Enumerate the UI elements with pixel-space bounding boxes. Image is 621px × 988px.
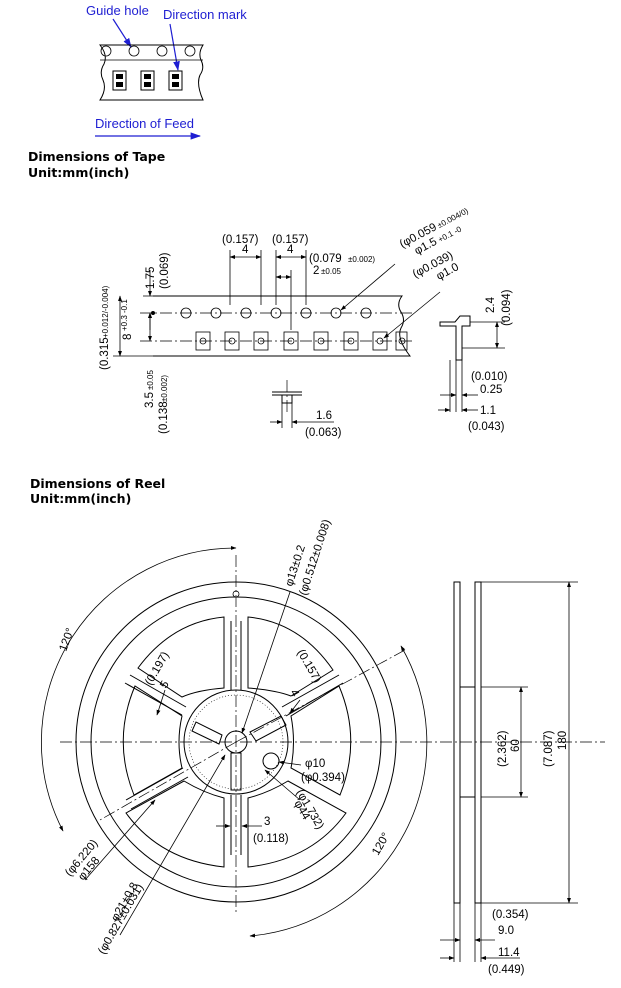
feed-pocket-3 [168,70,183,91]
half-pitch-mm-tol: ±0.05 [321,267,342,276]
angle-bottom: 120° [370,831,392,858]
guide-hole-2 [128,45,140,57]
half-pitch-inch-tol: ±0.002) [348,255,375,264]
guide-hole-4 [184,45,196,57]
guide-hole-label: Guide hole [86,3,149,18]
reel-side-view: (2.362) 60 (7.087) 180 (0.354) 9.0 11.4 … [440,581,578,976]
cover-mm: 1.1 [480,405,496,417]
direction-mark-leader [169,23,180,71]
tape-profile: 2.4 (0.094) (0.010) 0.25 1.1 (0.043) [438,289,513,433]
angle-top: 120° [58,627,77,653]
offset-inch-tol: ±0.002) [160,375,169,402]
feed-pocket-2 [140,70,155,91]
feed-pocket-1 [112,70,127,91]
tape-outline [153,295,412,357]
cover-inch: (0.043) [468,421,505,433]
feed-tape-outline [98,44,204,101]
pitch-left-inch: (0.157) [222,234,259,246]
reel-dia-inch: (7.087) [543,730,555,767]
thick-mm: 0.25 [480,384,502,396]
reel-title: Dimensions of Reel [30,476,165,491]
hub-height-mm: 60 [510,739,522,752]
outer-w-inch: (0.449) [488,964,525,976]
reel-section: Dimensions of Reel Unit:mm(inch) [30,476,605,976]
inner-w-mm: 9.0 [498,925,514,937]
pitch-left-mm: 4 [242,244,249,256]
direction-of-feed-label: Direction of Feed [95,116,194,131]
hole-dia-inch-tol: ±0.004/0) [436,206,470,230]
center-inch: (φ0.827±0.031) [96,882,146,957]
offset-mm: 3.5 [144,392,156,408]
edge-inch: (0.069) [159,252,171,289]
pitch-right-inch: (0.157) [272,234,309,246]
hole-inch: (φ0.394) [301,772,345,784]
pocket-mm: 1.6 [316,410,332,422]
guide-hole-3 [156,45,168,57]
thick-inch: (0.010) [471,371,508,383]
width-mm-tol: +0.3 -0.1 [120,299,129,331]
hub-height-inch: (2.362) [497,730,509,767]
reel-unit: Unit:mm(inch) [30,491,131,506]
offset-mm-tol: ±0.05 [146,369,155,390]
slot-mm: 5 [158,679,172,691]
depth-inch: (0.094) [501,289,513,326]
reel-front-view: 120° 120° φ13±0.2 (φ0.512±0.008) (0 [40,518,605,957]
guide-hole-1 [100,45,112,57]
key-inch: (0.157) [294,648,323,686]
half-pitch-inch: (0.079 [309,253,342,265]
outer-w-mm: 11.4 [498,947,520,959]
guide-hole-leader [112,18,132,48]
offset-inch: (0.138 [158,401,170,434]
edge-mm: 1.75 [145,267,157,289]
reel-dia-mm: 180 [557,731,569,750]
width-mm: 8 [122,334,134,340]
width-inch-tol: +0.012/-0.004) [101,285,110,338]
pocket-section: 1.6 (0.063) [270,380,342,439]
tape-unit: Unit:mm(inch) [28,165,129,180]
width-inch: (0.315 [99,337,111,370]
depth-mm: 2.4 [485,296,497,313]
hole-mm: φ10 [305,758,325,770]
pitch-right-mm: 4 [287,244,294,256]
feed-figure: Guide hole Direction mark Direction of F… [86,3,247,140]
tape-section: Dimensions of Tape Unit:mm(inch) [28,149,513,439]
half-pitch-mm: 2 [313,265,319,277]
tape-title: Dimensions of Tape [28,149,165,164]
pocket-inch: (0.063) [305,427,342,439]
direction-mark-label: Direction mark [163,7,247,22]
key-width-mm: 3 [264,816,270,828]
slot-inch: (0.197) [143,650,172,688]
key-width-inch: (0.118) [253,833,289,845]
inner-w-inch: (0.354) [492,909,529,921]
